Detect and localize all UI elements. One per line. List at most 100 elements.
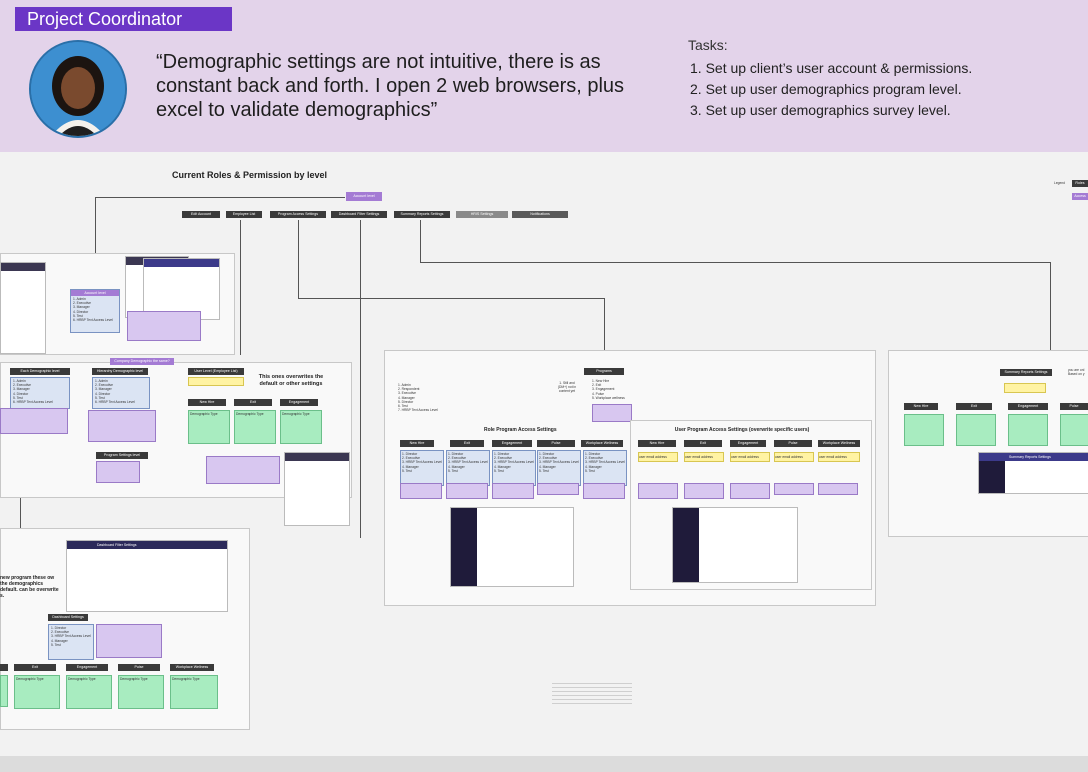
role-item: 4. Manager [539, 464, 556, 469]
role-item: 5. Test [539, 468, 549, 473]
role-item: 3. HRBP Text Access Level [539, 460, 579, 465]
role-item: 5. Test [448, 468, 458, 473]
dash-tab-engagement: Engagement [66, 664, 108, 671]
access-note [0, 408, 68, 434]
demographic-card: Demographic Type [170, 675, 218, 709]
task-item: 2. Set up user demographics program leve… [690, 81, 962, 97]
user-level-field [188, 377, 244, 386]
nav-edit-account: Edit Account [182, 211, 220, 218]
summary-tab: Exit [956, 403, 992, 410]
role-item: 1. Director [51, 626, 67, 630]
user-access-tab: Engagement [730, 440, 766, 447]
demographic-card: Demographic Type [280, 410, 322, 444]
persona-avatar [29, 40, 127, 138]
role-item: 4. Manager [448, 464, 465, 469]
access-note [592, 404, 632, 422]
nav-dashboard-filter: Dashboard Filter Settings [331, 211, 387, 218]
role-item: 4. Director [13, 391, 29, 396]
program-item: 2. Exit [592, 383, 602, 388]
demographic-card [0, 675, 8, 707]
access-note [446, 483, 488, 499]
role-tab: Engagement [492, 440, 532, 447]
user-email-field: user email address [684, 452, 724, 462]
user-level-title: User Level (Employee List) [188, 368, 244, 375]
access-note [492, 483, 534, 499]
user-access-tab: New Hire [638, 440, 676, 447]
demographic-card: Demographic Type [66, 675, 112, 709]
role-item: 6. HRBP Text Access Level [73, 318, 113, 323]
role-item: 6. Test [398, 404, 408, 409]
summary-screenshot: Summary Reports Settings [978, 452, 1088, 494]
role-item: 1. Director [494, 452, 510, 456]
role-tab: New Hire [400, 440, 434, 447]
role-item: 5. Test [402, 468, 412, 473]
role-item: 1. Director [539, 452, 555, 456]
company-demo-question: Company Demographic the same? [110, 358, 174, 365]
role-item: 2. Executive [51, 630, 69, 635]
role-item: 1. Admin [13, 379, 26, 383]
role-item: 2. Executive [539, 456, 557, 461]
access-note [96, 461, 140, 483]
demographic-card: Demographic Type [118, 675, 164, 709]
access-note [400, 483, 442, 499]
account-level-node: Account level [346, 192, 382, 201]
legend-label: Legend [1054, 181, 1066, 185]
user-access-tab: Workplace Wellness [818, 440, 860, 447]
role-item: 2. Executive [448, 456, 466, 461]
role-item: 2. Executive [13, 383, 31, 388]
role-item: 2. Respondent [398, 387, 420, 392]
person-icon [31, 42, 125, 136]
role-access-card: 1. Director 2. Executive 3. HRBP Text Ac… [446, 450, 490, 486]
role-item: 1. Admin [95, 379, 108, 383]
each-demo-box: 1. Admin 2. Executive 3. Manager 4. Dire… [10, 377, 70, 409]
user-access-tab: Pulse [774, 440, 812, 447]
dash-tab [0, 664, 8, 671]
demographic-card [1008, 414, 1048, 446]
role-item: 1. Admin [398, 383, 411, 387]
access-note [127, 311, 201, 341]
hierarchy-demo-box: 1. Admin 2. Executive 3. Manager 4. Dire… [92, 377, 150, 409]
task-list: 1. Set up client’s user account & permis… [690, 60, 972, 123]
role-item: 5. Test [95, 395, 105, 400]
nav-program-access: Program Access Settings [270, 211, 326, 218]
programs-note: 1. Still and (DM+) not in content yet [557, 381, 577, 394]
role-item: 5. Director [398, 399, 414, 404]
access-note [774, 483, 814, 495]
nav-summary-reports: Summary Reports Settings [394, 211, 450, 218]
dashboard-settings-box: 1. Director 2. Executive 3. HRBP Text Ac… [48, 624, 94, 660]
summary-tab: New Hire [904, 403, 938, 410]
role-item: 4. Manager [398, 395, 415, 400]
access-note [684, 483, 724, 499]
diagram-title: Current Roles & Permission by level [172, 170, 328, 180]
role-item: 5. Test [13, 395, 23, 400]
legend-roles: Roles [1072, 180, 1088, 187]
user-email-field: user email address [730, 452, 770, 462]
persona-quote: “Demographic settings are not intuitive,… [156, 51, 625, 121]
role-item: 4. Manager [494, 464, 511, 469]
access-note [88, 410, 156, 442]
role-item: 6. HRBP Text Access Level [95, 400, 135, 405]
dashboard-settings-title: Dashboard Settings [48, 614, 88, 621]
summary-title: Summary Reports Settings [1000, 369, 1052, 376]
access-note [818, 483, 858, 495]
role-item: 3. Manager [73, 305, 90, 310]
role-item: 3. HRBP Text Access Level [585, 460, 625, 465]
dash-tab-workplace-wellness: Workplace Wellness [170, 664, 214, 671]
role-access-card: 1. Director 2. Executive 3. HRBP Text Ac… [492, 450, 536, 486]
role-item: 3. HRBP Text Access Level [448, 460, 488, 465]
role-item: 1. Director [585, 452, 601, 456]
role-item: 1. Admin [73, 297, 86, 301]
tasks-title: Tasks: [688, 37, 728, 53]
access-note [206, 456, 280, 484]
access-note [730, 483, 770, 499]
role-item: 5. Test [494, 468, 504, 473]
role-item: 6. HRBP Text Access Level [13, 400, 53, 405]
role-item: 3. Executive [398, 391, 416, 396]
role-access-card: 1. Director 2. Executive 3. HRBP Text Ac… [400, 450, 444, 486]
demographic-card: Demographic Type [234, 410, 276, 444]
role-item: 3. HRBP Text Access Level [51, 634, 91, 639]
program-item: 5. Workplace wellness [592, 395, 625, 400]
nav-hris: HRIS Settings [456, 211, 508, 218]
screenshot-title: Dashboard Filter Settings [67, 541, 227, 549]
role-item: 4. Director [73, 309, 89, 314]
